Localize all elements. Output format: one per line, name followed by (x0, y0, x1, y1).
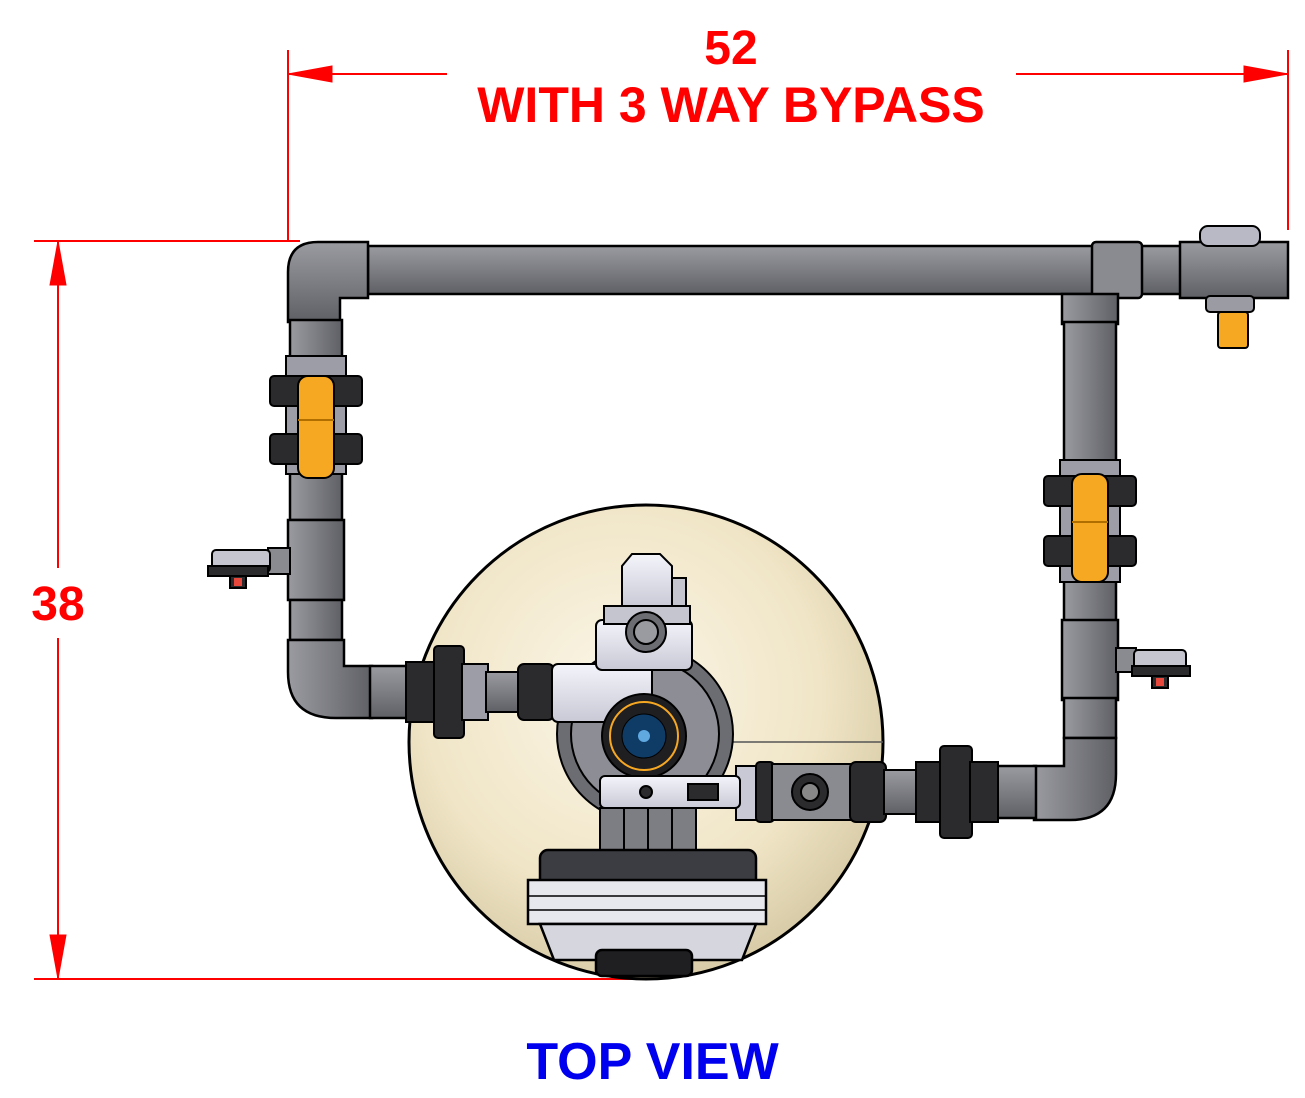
left-pipe-upper (288, 318, 344, 362)
valve-handle-right (1071, 473, 1109, 583)
control-valve-head (551, 553, 741, 853)
elbow-top-left (286, 240, 370, 324)
width-arrow-right (1243, 65, 1289, 83)
right-pipe-lower (1062, 696, 1118, 740)
controller-box (526, 848, 768, 978)
height-dimension (34, 240, 640, 980)
right-pipe-tee-base (1060, 292, 1120, 326)
top-pipe-run (366, 244, 1185, 296)
coupling-top-right (1178, 240, 1290, 300)
pressure-gauge-right (1115, 647, 1191, 689)
left-horizontal-pipe (368, 664, 412, 720)
bypass-pipe-top (286, 240, 1290, 324)
ball-valve-left (269, 355, 363, 479)
width-arrow-left (287, 65, 333, 83)
tee-top-right (1090, 240, 1144, 300)
elbow-bottom-right (1032, 736, 1118, 822)
controller-display (594, 948, 694, 978)
union-inlet-left (405, 645, 555, 739)
width-dimension-note: WITH 3 WAY BYPASS (477, 77, 985, 133)
right-pipe-mid (1062, 578, 1118, 624)
left-pipe-lower (288, 598, 344, 642)
ball-valve-right (1043, 459, 1137, 583)
pressure-gauge-left (207, 547, 291, 589)
height-arrow-top (49, 240, 67, 286)
right-pipe-upper (1062, 320, 1118, 464)
width-dimension (287, 50, 1289, 242)
elbow-bottom-left (286, 638, 374, 720)
pressure-gauge-top-right (1199, 225, 1261, 349)
right-horizontal-pipe (994, 764, 1038, 820)
width-dimension-value: 52 (704, 22, 757, 75)
valve-motor (621, 553, 673, 609)
left-pipe-coupling (286, 518, 346, 602)
right-pipe-coupling (1060, 618, 1120, 702)
height-dimension-value: 38 (31, 578, 84, 631)
gauge-fitting-orange (1217, 311, 1249, 349)
height-arrow-bottom (49, 934, 67, 980)
view-title: TOP VIEW (526, 1033, 779, 1091)
bypass-pipe-right (994, 292, 1120, 822)
bypass-pipe-left (286, 318, 412, 720)
union-outlet-right (735, 745, 999, 839)
valve-handle-left (297, 375, 335, 479)
